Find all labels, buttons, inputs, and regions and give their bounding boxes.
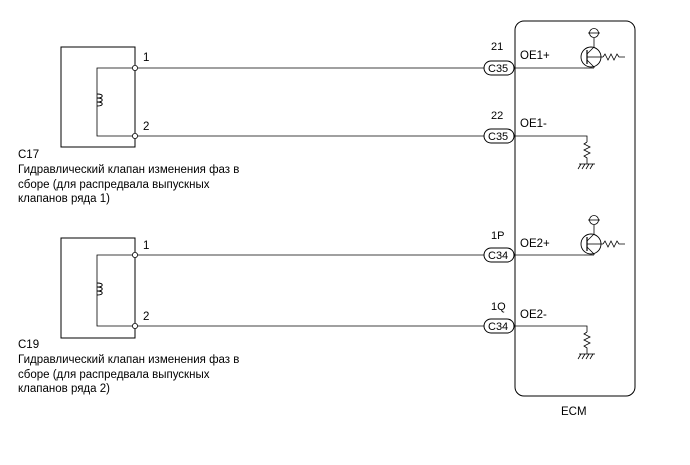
connector-code: C34 [488,321,508,333]
harness-wires [138,67,484,327]
c19-description-line: сборе (для распредвала выпускных [18,368,210,381]
ecm-label: ECM [561,406,587,418]
terminal-pin-number: 21 [491,41,503,53]
c19-description: Гидравлический клапан изменения фаз в сб… [18,353,239,397]
ecm-terminal-oe1-minus: 22 C35 OE1- [483,110,595,170]
connector-code: C34 [488,250,508,262]
ecm-terminal-oe1-plus: 21 C35 OE1+ [483,28,625,76]
sense-resistor-icon [583,141,591,164]
ecm-housing [514,20,636,397]
c17-description-line: сборе (для распредвала выпускных [18,178,210,191]
c19-code-label: C19 [18,339,39,351]
c19-pin-1-label: 1 [143,240,149,252]
connector-code: C35 [488,63,508,75]
c19-pin-2-label: 2 [143,311,149,323]
c17-pin-2-terminal [131,132,138,139]
ecm-terminal-oe2-plus: 1P C34 OE2+ [483,215,625,263]
signal-name: OE1+ [520,50,550,62]
ground-icon [577,163,595,170]
c17-description-line: Гидравлический клапан изменения фаз в [18,164,240,176]
c17-housing [60,46,136,148]
terminal-pin-number: 22 [491,110,503,122]
c19-description-line: Гидравлический клапан изменения фаз в [18,354,240,366]
c17-pin-2-label: 2 [143,121,149,133]
terminal-pin-number: 1Q [491,301,506,313]
c19-description-line: клапанов ряда 2) [18,383,110,395]
c17-pin-1-terminal [131,65,138,72]
c17-description-line: клапанов ряда 1) [18,193,110,205]
c17-internal-wiring [96,67,135,137]
ground-icon [577,353,595,360]
connector-code: C35 [488,131,508,143]
terminal-pin-number: 1P [491,230,504,242]
c17-code-label: C17 [18,149,39,161]
base-resistor-icon [602,240,625,248]
c19-pin-1-terminal [131,251,138,258]
c17-solenoid-coil-icon [96,93,103,107]
base-resistor-icon [602,53,625,61]
c19-internal-wiring [96,254,135,327]
signal-name: OE2+ [520,238,550,250]
component-c17: 1 2 C17 [18,46,149,161]
c19-pin-2-terminal [131,322,138,329]
c17-description: Гидравлический клапан изменения фаз в сб… [18,163,239,207]
c19-housing [60,237,136,339]
c19-solenoid-coil-icon [96,282,103,296]
signal-name: OE2- [520,309,547,321]
c17-pin-1-label: 1 [143,52,149,64]
signal-name: OE1- [520,118,547,130]
sense-resistor-icon [583,331,591,354]
ecm-terminal-oe2-minus: 1Q C34 OE2- [483,301,595,360]
component-c19: 1 2 C19 [18,237,149,351]
